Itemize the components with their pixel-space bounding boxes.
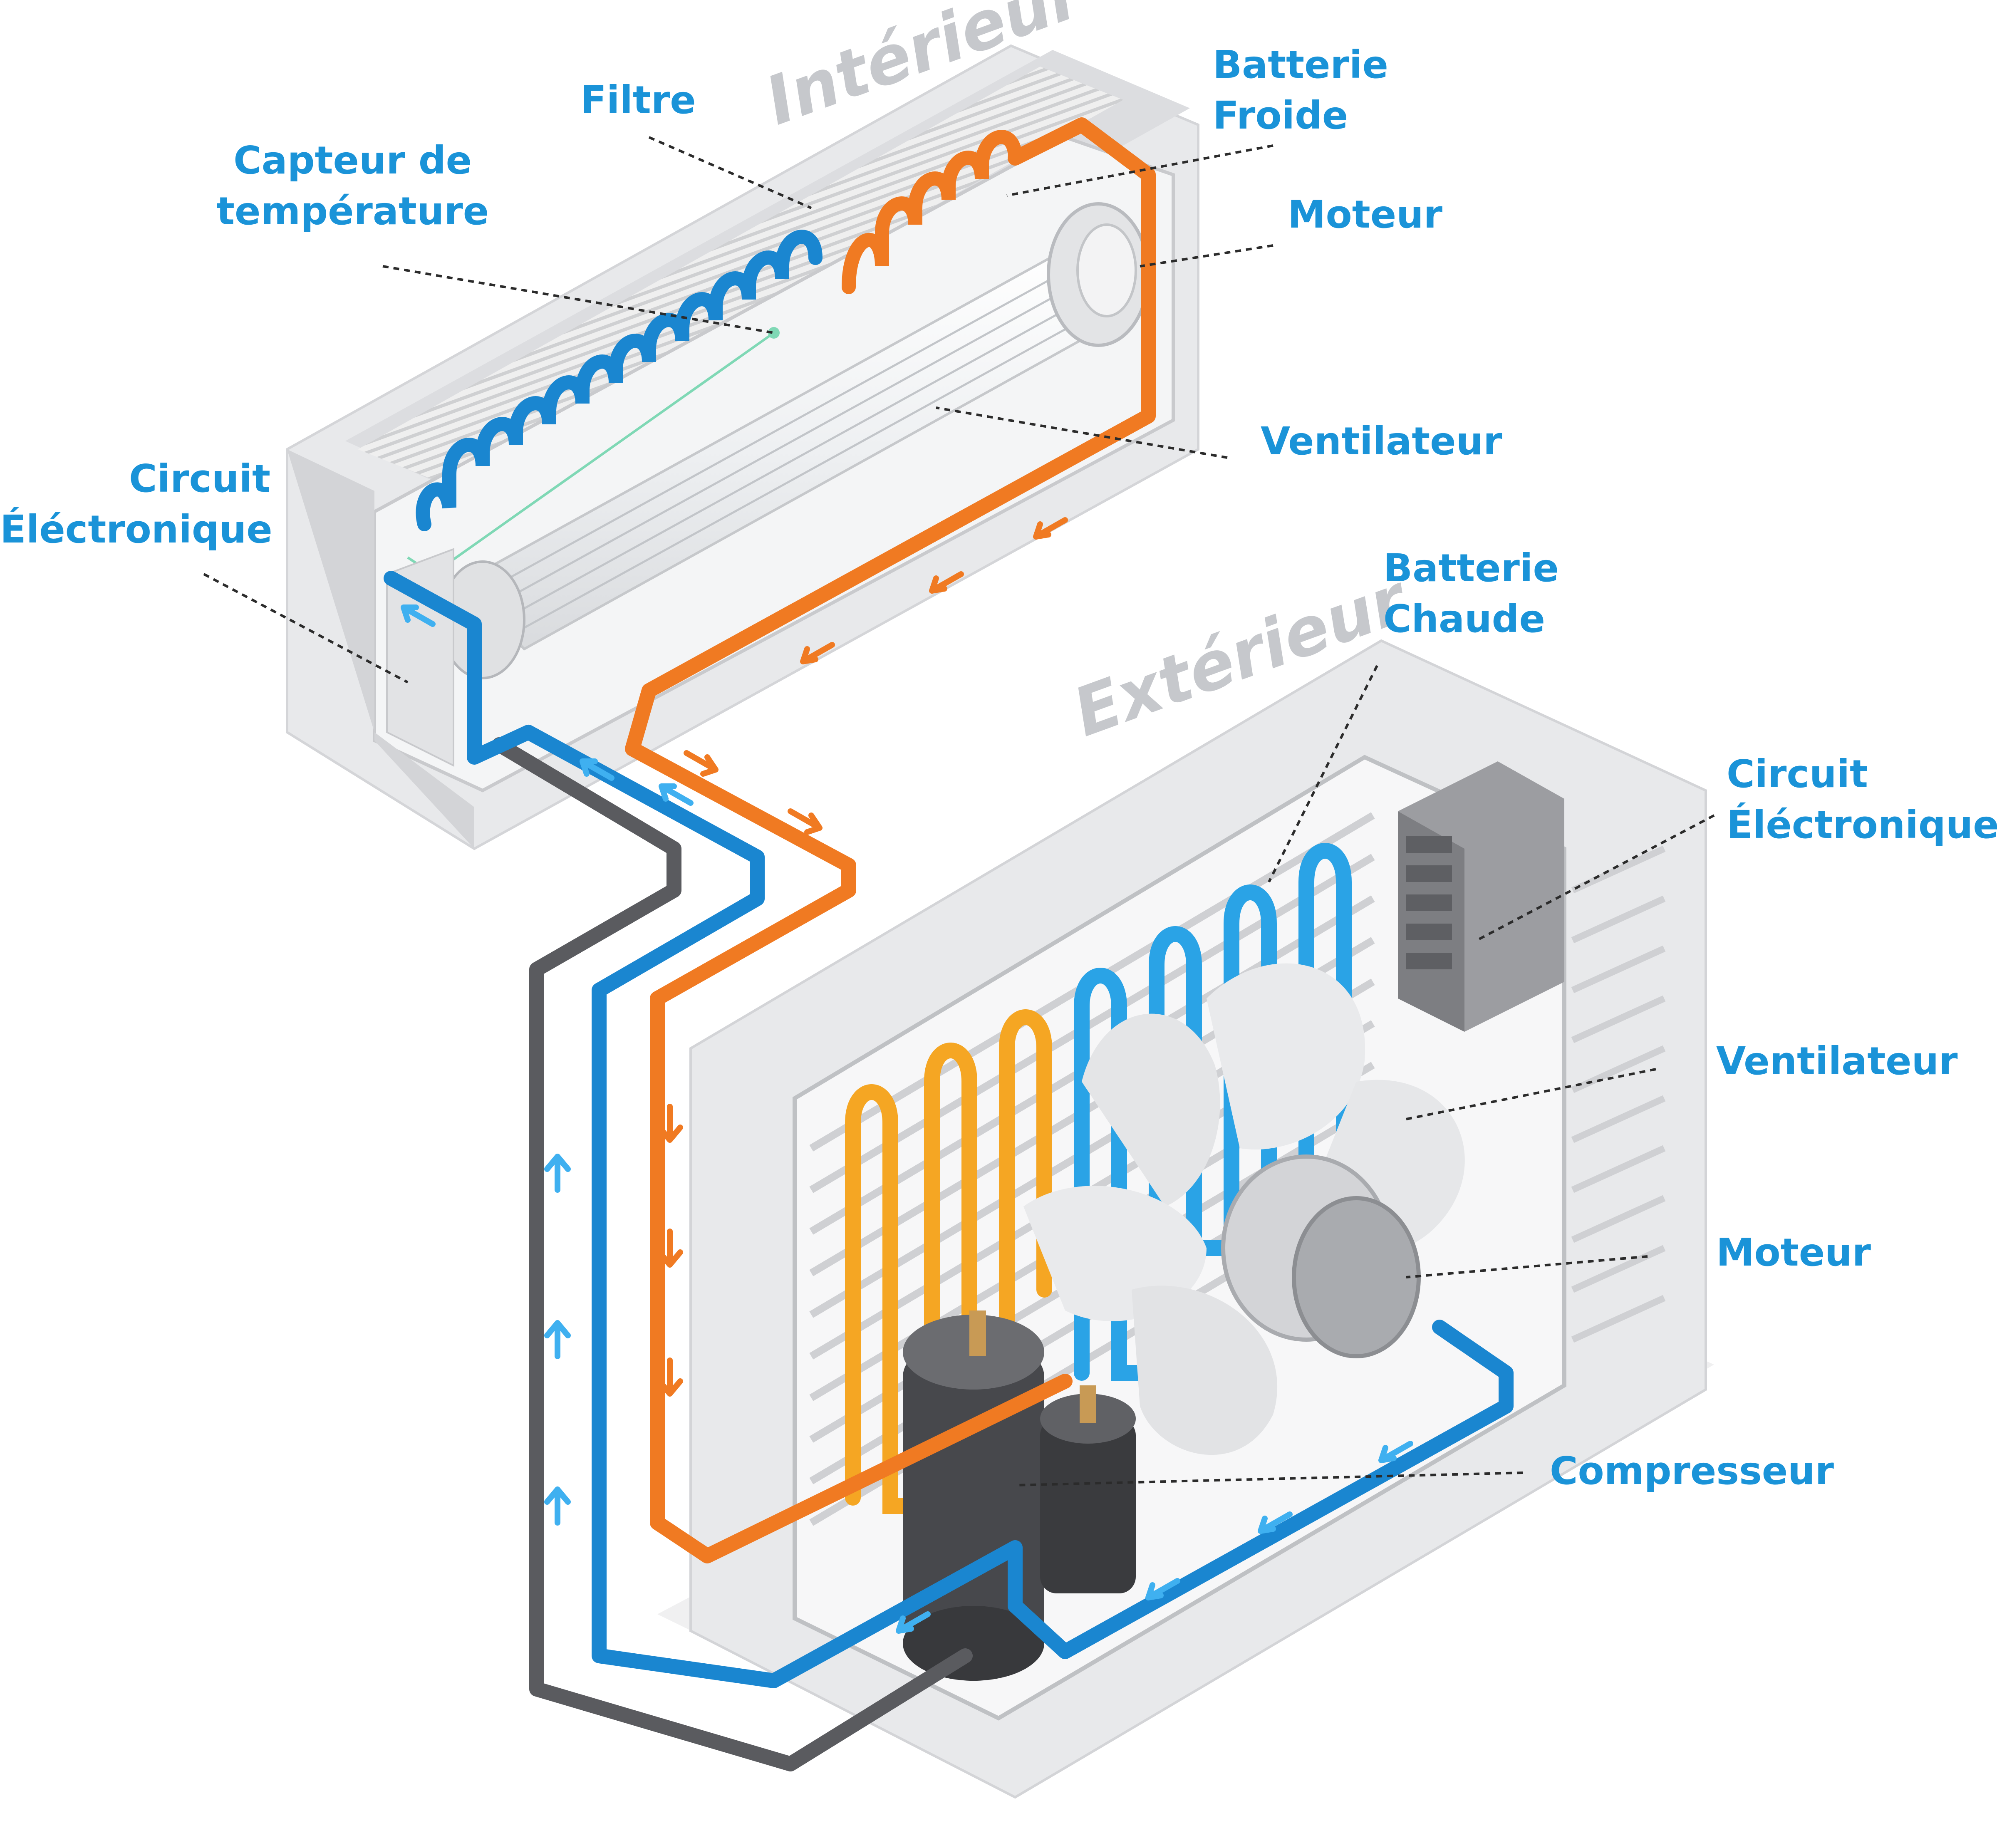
leader-circuit-ext — [1476, 814, 1715, 941]
leader-lines — [203, 136, 1715, 1486]
leader-moteur-ext — [1406, 1255, 1648, 1278]
indoor-unit — [286, 44, 1199, 850]
leader-batterie-chaude — [1268, 665, 1378, 883]
label-circuit-electronique-exterieur: Circuit Éléctronique — [1727, 752, 1997, 847]
cold-line — [384, 571, 1514, 1688]
leader-filtre — [648, 136, 812, 209]
leader-batterie-froide — [1006, 144, 1274, 197]
label-ventilateur-exterieur: Ventilateur — [1716, 1039, 1958, 1083]
outdoor-unit — [657, 639, 1714, 1799]
label-moteur-exterieur: Moteur — [1716, 1230, 1871, 1275]
hot-line — [625, 117, 1156, 1563]
refrigerant-lines — [384, 117, 1514, 1771]
outdoor-motor — [1292, 1196, 1421, 1358]
indoor-fan-drum — [440, 202, 1150, 679]
label-filtre: Filtre — [580, 78, 696, 122]
label-capteur-temperature: Capteur de température — [216, 138, 489, 233]
outdoor-side-vents — [1571, 845, 1666, 1343]
leader-moteur-int — [1140, 244, 1274, 268]
indoor-left-cap — [287, 449, 474, 849]
label-circuit-electronique-interieur: Circuit Éléctronique — [0, 456, 273, 552]
label-ventilateur-interieur: Ventilateur — [1261, 419, 1502, 463]
cold-battery-coil — [416, 130, 1022, 531]
dark-pipe — [492, 737, 973, 1771]
label-compresseur: Compresseur — [1550, 1449, 1834, 1493]
label-batterie-froide: Batterie Froide — [1213, 42, 1388, 138]
label-batterie-chaude: Batterie Chaude — [1383, 546, 1559, 641]
outdoor-electronic-box — [1398, 761, 1564, 1032]
leader-capteur — [382, 265, 774, 334]
flow-arrows — [401, 517, 1413, 1634]
hot-battery-coil — [845, 843, 1352, 1514]
label-moteur-interieur: Moteur — [1288, 192, 1442, 237]
outdoor-fan — [1023, 963, 1465, 1455]
leader-compresseur — [1015, 1471, 1523, 1486]
compressor — [903, 1310, 1136, 1681]
